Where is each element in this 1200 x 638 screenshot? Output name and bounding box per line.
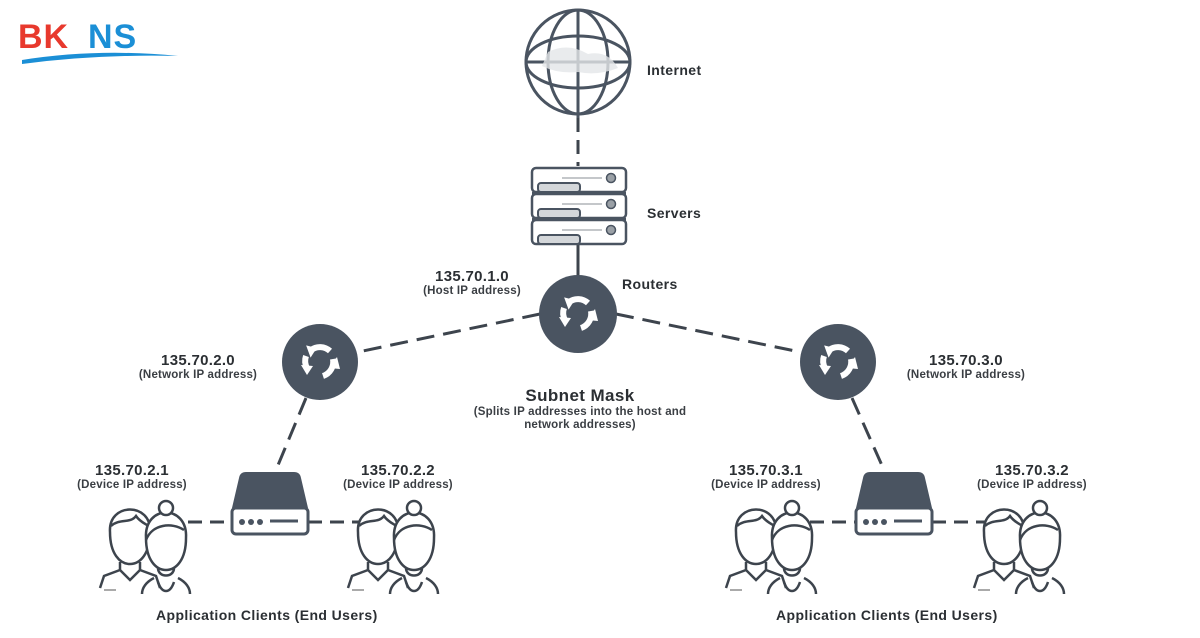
- clients-left-label: Application Clients (End Users): [156, 607, 378, 623]
- dev-3-1-ip: 135.70.3.1: [729, 462, 803, 479]
- connection-lines: [188, 118, 990, 524]
- net-right-ip: 135.70.3.0: [929, 352, 1003, 369]
- logo-swoosh: [22, 52, 178, 64]
- dev-3-2-block: 135.70.3.2 (Device IP address): [960, 462, 1104, 492]
- dev-3-1-desc: (Device IP address): [711, 479, 821, 491]
- dev-3-2-desc: (Device IP address): [977, 479, 1087, 491]
- link-rightrouter-switch: [850, 397, 886, 471]
- users-icon-2-1: [98, 499, 192, 596]
- dev-2-2-desc: (Device IP address): [343, 479, 453, 491]
- servers-label: Servers: [647, 205, 702, 221]
- link-leftrouter-switch: [274, 397, 308, 471]
- net-left-desc: (Network IP address): [138, 369, 258, 381]
- dev-2-1-desc: (Device IP address): [77, 479, 187, 491]
- internet-label: Internet: [647, 62, 702, 78]
- users-icon-3-1: [724, 499, 818, 596]
- subnet-line1: (Splits IP addresses into the host and: [473, 406, 687, 418]
- net-right-block: 135.70.3.0 (Network IP address): [888, 352, 1044, 382]
- host-ip-block: 135.70.1.0 (Host IP address): [402, 268, 542, 298]
- dev-3-2-ip: 135.70.3.2: [995, 462, 1069, 479]
- subnet-title: Subnet Mask: [525, 386, 635, 405]
- dev-2-1-ip: 135.70.2.1: [95, 462, 169, 479]
- net-left-block: 135.70.2.0 (Network IP address): [120, 352, 276, 382]
- bkns-logo: BK NS: [18, 18, 183, 68]
- server-stack-icon: [530, 166, 628, 246]
- logo-text-ns: NS: [88, 18, 138, 56]
- logo-text-bk: BK: [18, 18, 70, 56]
- switch-icon-right: [854, 472, 934, 536]
- net-right-desc: (Network IP address): [906, 369, 1026, 381]
- host-ip-desc: (Host IP address): [423, 285, 521, 297]
- router-icon-right: [800, 324, 876, 400]
- dev-2-2-ip: 135.70.2.2: [361, 462, 435, 479]
- users-icon-3-2: [972, 499, 1066, 596]
- users-icon-2-2: [346, 499, 440, 596]
- dev-2-1-block: 135.70.2.1 (Device IP address): [60, 462, 204, 492]
- dev-3-1-block: 135.70.3.1 (Device IP address): [694, 462, 838, 492]
- dev-2-2-block: 135.70.2.2 (Device IP address): [326, 462, 470, 492]
- subnet-line2: network addresses): [524, 419, 636, 431]
- link-router-left: [357, 312, 541, 354]
- link-router-right: [615, 312, 801, 354]
- subnet-mask-block: Subnet Mask (Splits IP addresses into th…: [440, 386, 720, 432]
- host-ip: 135.70.1.0: [435, 268, 509, 285]
- routers-label: Routers: [622, 276, 678, 292]
- switch-icon-left: [230, 472, 310, 536]
- clients-right-label: Application Clients (End Users): [776, 607, 998, 623]
- net-left-ip: 135.70.2.0: [161, 352, 235, 369]
- router-icon-main: [539, 275, 617, 353]
- router-icon-left: [282, 324, 358, 400]
- globe-icon: [524, 8, 632, 118]
